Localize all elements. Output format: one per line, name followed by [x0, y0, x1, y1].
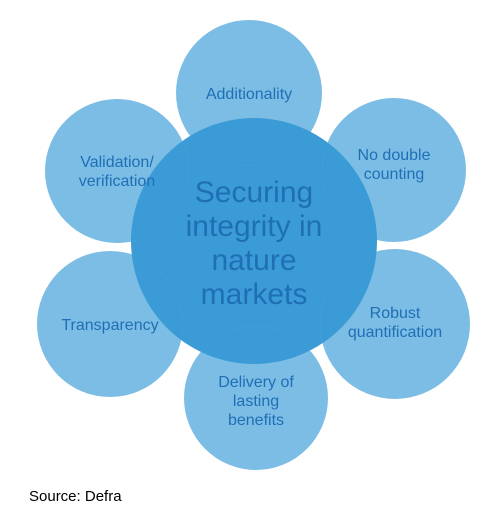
node-label-validation-verification: Validation/verification — [79, 154, 155, 190]
node-label-additionality: Additionality — [206, 86, 292, 103]
node-circle-delivery-of-lasting-benefits — [184, 326, 328, 470]
center-circle — [131, 118, 377, 364]
source-caption: Source: Defra — [29, 488, 122, 505]
node-label-transparency: Transparency — [61, 317, 158, 334]
node-overlap-additionality — [176, 118, 322, 166]
